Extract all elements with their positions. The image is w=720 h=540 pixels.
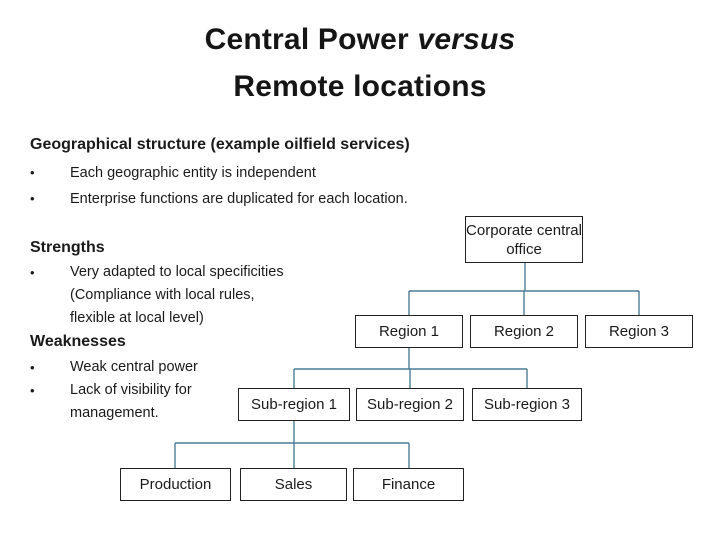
strengths-bullet-list: • Very adapted to local specificities (C…: [30, 261, 284, 330]
org-box-finance: Finance: [353, 468, 464, 501]
title-line1-regular: Central Power: [204, 23, 418, 56]
intro-bullet-text: Enterprise functions are duplicated for …: [70, 191, 408, 207]
bullet-glyph: •: [30, 191, 35, 206]
org-box-corporate-central-office: Corporate central office: [465, 216, 583, 263]
list-item: • Each geographic entity is independent: [30, 160, 408, 186]
org-box-region-1: Region 1: [355, 315, 463, 348]
list-item: • Very adapted to local specificities (C…: [30, 261, 284, 330]
weaknesses-bullet-text: Lack of visibility for management.: [70, 382, 192, 421]
bullet-glyph: •: [30, 360, 35, 375]
strengths-bullet-text: Very adapted to local specificities (Com…: [70, 264, 284, 326]
list-item: • Enterprise functions are duplicated fo…: [30, 186, 408, 212]
weaknesses-heading: Weaknesses: [30, 333, 126, 350]
slide-title: Central Power versus Remote locations: [0, 16, 720, 110]
intro-heading: Geographical structure (example oilfield…: [30, 136, 410, 153]
weaknesses-bullet-text: Weak central power: [70, 359, 198, 375]
list-item: • Weak central power: [30, 356, 198, 379]
title-line-1: Central Power versus: [0, 16, 720, 63]
list-item: • Lack of visibility for management.: [30, 379, 198, 425]
bullet-glyph: •: [30, 265, 35, 280]
intro-bullet-text: Each geographic entity is independent: [70, 165, 316, 181]
org-box-region-3: Region 3: [585, 315, 693, 348]
title-line-2: Remote locations: [233, 70, 487, 103]
bullet-glyph: •: [30, 383, 35, 398]
org-box-region-2: Region 2: [470, 315, 578, 348]
org-box-sales: Sales: [240, 468, 347, 501]
title-line1-italic: versus: [417, 23, 516, 56]
strengths-heading: Strengths: [30, 239, 105, 256]
bullet-glyph: •: [30, 165, 35, 180]
weaknesses-bullet-list: • Weak central power • Lack of visibilit…: [30, 356, 198, 425]
org-box-sub-region-2: Sub-region 2: [356, 388, 464, 421]
org-box-production: Production: [120, 468, 231, 501]
org-box-sub-region-3: Sub-region 3: [472, 388, 582, 421]
intro-bullet-list: • Each geographic entity is independent …: [30, 160, 408, 212]
org-box-sub-region-1: Sub-region 1: [238, 388, 350, 421]
